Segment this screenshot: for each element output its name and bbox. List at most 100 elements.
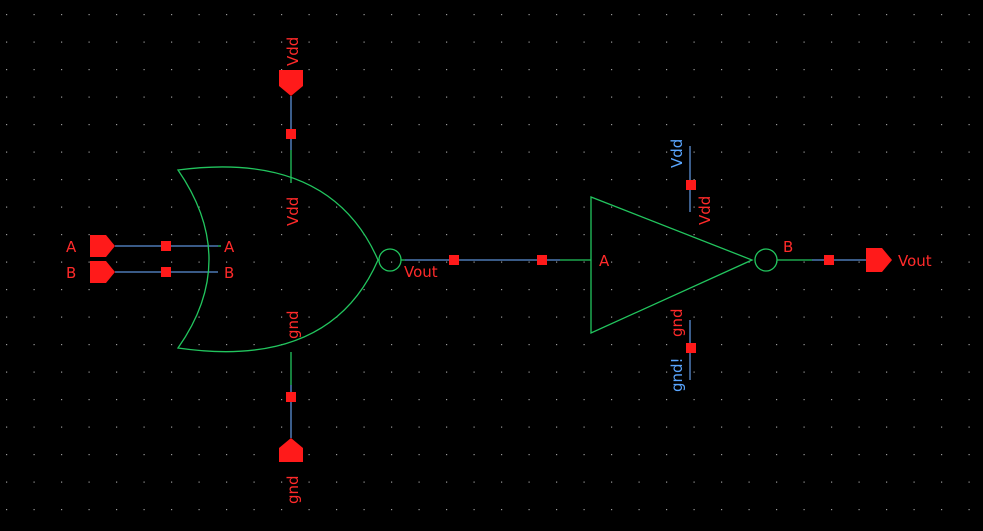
grid-dot <box>61 41 63 43</box>
grid-dot <box>776 344 778 346</box>
grid-dot <box>61 234 63 236</box>
grid-dot <box>528 481 530 483</box>
grid-dot <box>803 124 805 126</box>
grid-dot <box>776 96 778 98</box>
grid-dot <box>776 399 778 401</box>
grid-dot <box>391 96 393 98</box>
grid-dot <box>418 14 420 16</box>
grid-dot <box>171 261 173 263</box>
grid-dot <box>501 509 503 511</box>
grid-dot <box>6 124 8 126</box>
grid-dot <box>638 371 640 373</box>
grid-dot <box>693 96 695 98</box>
grid-dot <box>913 316 915 318</box>
grid-dot <box>501 234 503 236</box>
grid-dot <box>88 426 90 428</box>
grid-dot <box>391 509 393 511</box>
inverter-global-gnd-label: gnd! <box>668 357 686 392</box>
grid-dot <box>968 206 970 208</box>
grid-dot <box>473 426 475 428</box>
grid-dot <box>611 96 613 98</box>
grid-dot <box>968 289 970 291</box>
grid-dot <box>281 426 283 428</box>
grid-dot <box>941 124 943 126</box>
grid-dot <box>253 289 255 291</box>
grid-dot <box>748 41 750 43</box>
grid-dot <box>666 454 668 456</box>
grid-dot <box>391 124 393 126</box>
grid-dot <box>33 151 35 153</box>
grid-dot <box>501 41 503 43</box>
grid-dot <box>473 151 475 153</box>
grid-dot <box>198 179 200 181</box>
grid-dot <box>941 14 943 16</box>
grid-dot <box>61 371 63 373</box>
grid-dot <box>473 289 475 291</box>
grid-dot <box>858 206 860 208</box>
grid-dot <box>143 151 145 153</box>
grid-dot <box>748 509 750 511</box>
grid-dot <box>721 69 723 71</box>
grid-dot <box>363 371 365 373</box>
grid-dot <box>226 234 228 236</box>
grid-dot <box>528 14 530 16</box>
grid-dot <box>473 481 475 483</box>
grid-dot <box>363 151 365 153</box>
grid-dot <box>528 289 530 291</box>
grid-dot <box>776 14 778 16</box>
grid-dot <box>941 481 943 483</box>
grid-dot <box>226 41 228 43</box>
pin-symbols[interactable] <box>90 70 892 462</box>
grid-dot <box>253 481 255 483</box>
grid-dot <box>556 69 558 71</box>
grid-dot <box>886 124 888 126</box>
grid-dot <box>666 426 668 428</box>
grid-dot <box>61 289 63 291</box>
grid-dot <box>611 261 613 263</box>
grid-dot <box>803 344 805 346</box>
grid-dot <box>693 316 695 318</box>
nor-pin-out-label: Vout <box>404 263 438 281</box>
grid-dot <box>308 41 310 43</box>
grid-dot <box>171 96 173 98</box>
grid-dot <box>831 426 833 428</box>
grid-dot <box>528 124 530 126</box>
grid-dot <box>941 96 943 98</box>
nor-gate[interactable] <box>176 150 405 385</box>
grid-dot <box>611 206 613 208</box>
grid-dot <box>941 289 943 291</box>
grid-dot <box>556 261 558 263</box>
grid-dot <box>941 454 943 456</box>
grid-dot <box>198 151 200 153</box>
grid-dot <box>446 69 448 71</box>
grid-dot <box>6 151 8 153</box>
grid-dot <box>446 316 448 318</box>
grid-dot <box>528 96 530 98</box>
grid-dot <box>803 151 805 153</box>
grid-dot <box>776 509 778 511</box>
inverter-gate[interactable] <box>560 196 812 335</box>
grid-dot <box>198 426 200 428</box>
grid-dot <box>693 509 695 511</box>
grid-dot <box>33 124 35 126</box>
grid-dot <box>363 206 365 208</box>
grid-dot <box>776 179 778 181</box>
grid-dot <box>33 179 35 181</box>
grid-dot <box>363 96 365 98</box>
grid-dot <box>941 261 943 263</box>
grid-dot <box>198 41 200 43</box>
grid-dot <box>803 261 805 263</box>
grid-dot <box>88 289 90 291</box>
grid-dot <box>446 96 448 98</box>
grid-dot <box>61 261 63 263</box>
grid-dot <box>501 69 503 71</box>
grid-dot <box>116 96 118 98</box>
grid-dot <box>473 399 475 401</box>
grid-dot <box>33 344 35 346</box>
grid-dot <box>638 399 640 401</box>
grid-dot <box>446 41 448 43</box>
grid-dot <box>198 96 200 98</box>
grid-dot <box>116 41 118 43</box>
marker-out <box>824 255 834 265</box>
